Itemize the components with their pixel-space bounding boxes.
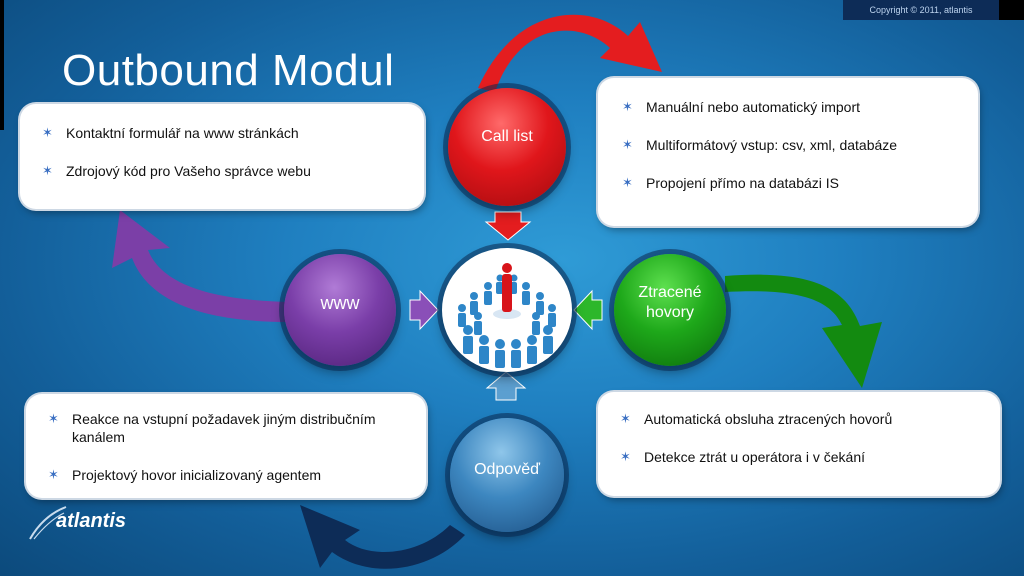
call-list-circle: Call list	[448, 88, 566, 206]
list-item: ✶Manuální nebo automatický import	[622, 99, 860, 115]
green-left-arrow	[573, 289, 603, 331]
list-item: ✶Projektový hovor inicializovaný agentem	[48, 467, 322, 483]
ztracene-hovory-circle: Ztracené hovory	[614, 254, 726, 366]
purple-curved-arrow	[112, 210, 290, 322]
www-circle: www	[284, 254, 396, 366]
odpoved-circle: Odpověď	[450, 418, 564, 532]
left-edge-bar	[0, 0, 4, 130]
list-item: ✶Multiformátový vstup: csv, xml, databáz…	[622, 137, 898, 153]
center-crowd-circle	[442, 248, 572, 372]
atlantis-logo: atlantis	[56, 510, 127, 532]
list-item: ✶Detekce ztrát u operátora i v čekání	[620, 449, 865, 465]
red-curved-arrow	[478, 14, 662, 93]
list-item: ✶Reakce na vstupní požadavek jiným distr…	[48, 411, 376, 445]
list-item: ✶Zdrojový kód pro Vašeho správce webu	[42, 163, 311, 179]
star-bullet-icon: ✶	[622, 99, 633, 114]
box-top-right: ✶Manuální nebo automatický import ✶Multi…	[598, 78, 978, 226]
list-item: ✶Automatická obsluha ztracených hovorů	[620, 411, 893, 427]
odpoved-label: Odpověď	[474, 461, 540, 478]
top-right-block	[999, 0, 1024, 20]
ztracene-hovory-label: Ztracené hovory	[638, 284, 702, 321]
green-curved-arrow	[725, 274, 882, 388]
star-bullet-icon: ✶	[622, 175, 633, 190]
list-item: ✶Kontaktní formulář na www stránkách	[42, 125, 299, 141]
call-list-label: Call list	[481, 128, 533, 145]
star-bullet-icon: ✶	[620, 411, 631, 426]
www-label: www	[320, 293, 360, 313]
crowd-icon	[458, 263, 556, 368]
box-bottom-left: ✶Reakce na vstupní požadavek jiným distr…	[26, 394, 426, 498]
purple-right-arrow	[409, 289, 439, 331]
navy-curved-arrow	[300, 505, 465, 569]
star-bullet-icon: ✶	[620, 449, 631, 464]
star-bullet-icon: ✶	[42, 125, 53, 140]
blue-up-arrow	[485, 371, 527, 401]
copyright-label: Copyright © 2011, atlantis	[843, 0, 999, 20]
star-bullet-icon: ✶	[42, 163, 53, 178]
star-bullet-icon: ✶	[622, 137, 633, 152]
box-top-left: ✶Kontaktní formulář na www stránkách ✶Zd…	[20, 104, 424, 209]
red-down-arrow	[484, 211, 532, 241]
slide-title: Outbound Modul	[62, 46, 395, 95]
list-item: ✶Propojení přímo na databázi IS	[622, 175, 840, 191]
star-bullet-icon: ✶	[48, 411, 59, 426]
logo-swoosh-icon	[29, 506, 67, 540]
box-bottom-right: ✶Automatická obsluha ztracených hovorů ✶…	[598, 392, 1000, 496]
star-bullet-icon: ✶	[48, 467, 59, 482]
